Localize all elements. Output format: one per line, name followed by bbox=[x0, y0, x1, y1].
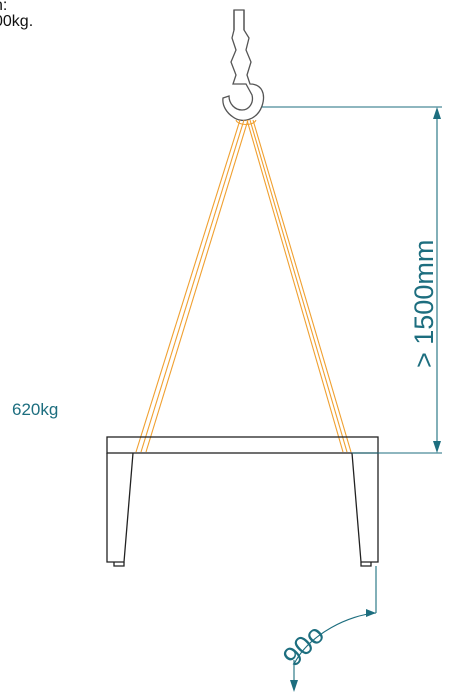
sling-shackle bbox=[235, 119, 257, 126]
caption-line-1: n: bbox=[0, 0, 8, 14]
height-dimension bbox=[262, 106, 442, 454]
load-weight-label: 620kg bbox=[12, 400, 59, 419]
crane-hook-icon bbox=[222, 9, 265, 121]
height-label: > 1500mm bbox=[409, 240, 439, 368]
sling-left bbox=[135, 119, 249, 453]
angle-dimension bbox=[290, 566, 377, 692]
table-frame bbox=[106, 436, 379, 567]
caption-line-2: 00kg. bbox=[0, 13, 34, 30]
angle-label: 90o bbox=[277, 619, 330, 672]
sling-right bbox=[246, 119, 352, 453]
